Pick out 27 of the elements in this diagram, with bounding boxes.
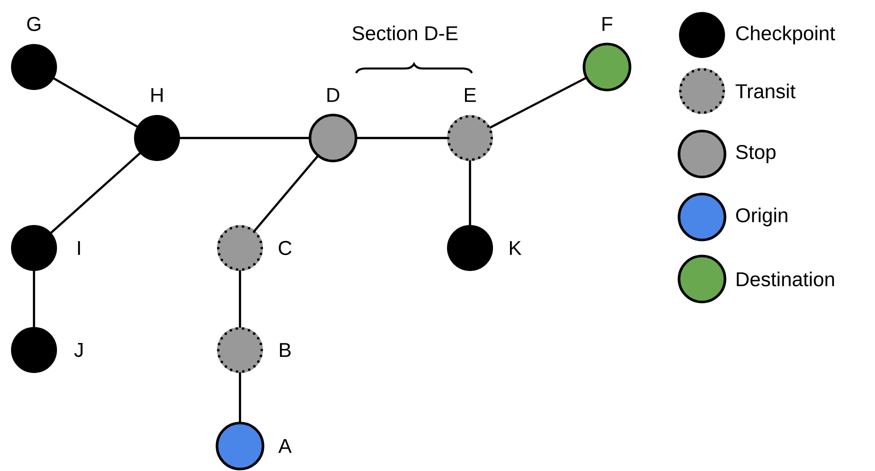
- node-label: A: [278, 439, 292, 453]
- connector-line: [356, 136, 448, 140]
- node-label: J: [74, 343, 83, 357]
- node-label: F: [602, 17, 612, 31]
- node-label: H: [151, 88, 163, 102]
- connector-line: [32, 270, 36, 328]
- node-label: G: [27, 16, 40, 32]
- connector-line: [254, 155, 318, 232]
- connector-line: [238, 372, 242, 423]
- section-label: Section D-E: [352, 26, 458, 40]
- legend-label: Stop: [736, 144, 776, 164]
- legend-label: Checkpoint: [736, 26, 836, 44]
- legend-label: Origin: [736, 208, 788, 226]
- node-label: D: [327, 88, 340, 102]
- connector-line: [468, 160, 472, 226]
- connector-line: [179, 136, 310, 140]
- node-label: E: [464, 88, 476, 102]
- legend-label: Transit: [736, 84, 796, 98]
- node-label: I: [78, 241, 80, 255]
- connector-line: [53, 78, 138, 128]
- connector-line: [490, 77, 587, 128]
- connector-line: [238, 270, 242, 328]
- node-label: K: [510, 241, 522, 255]
- legend-label: Destination: [736, 272, 834, 286]
- node-label: B: [280, 343, 291, 357]
- connector-line: [50, 152, 141, 234]
- node-label: C: [278, 240, 292, 256]
